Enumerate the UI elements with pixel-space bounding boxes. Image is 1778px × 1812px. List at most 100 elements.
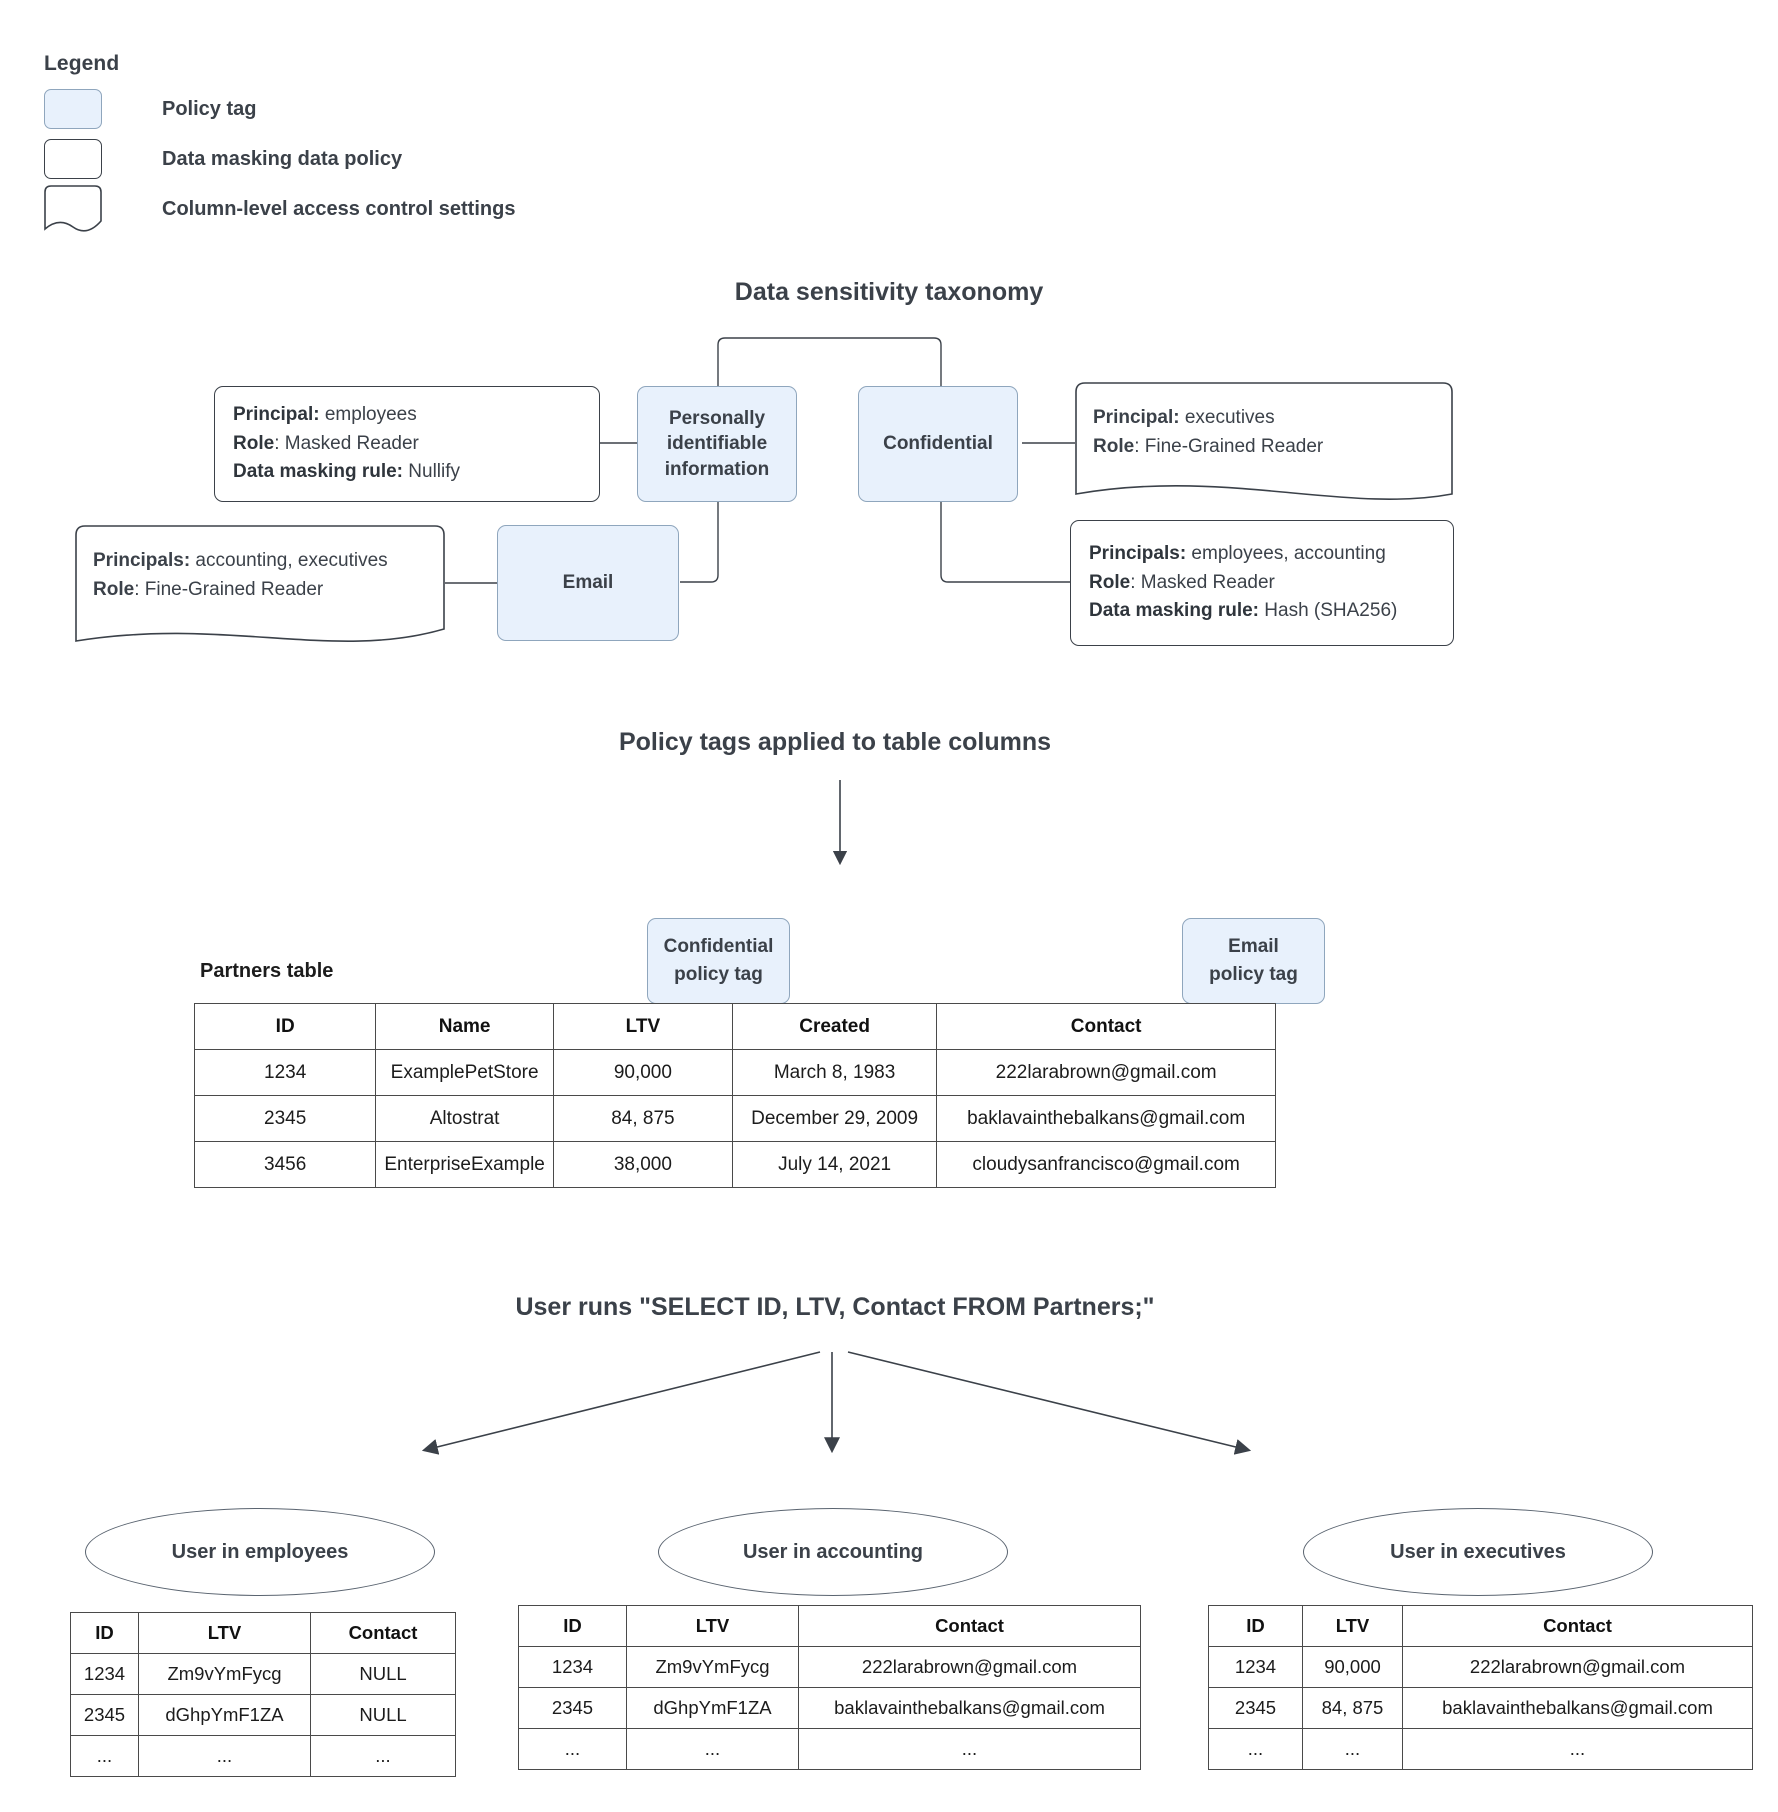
cell: ... — [798, 1728, 1141, 1770]
legend-title: Legend — [44, 52, 120, 75]
cell: 90,000 — [1302, 1646, 1403, 1688]
confidential-access-content: Principal: executives Role: Fine-Grained… — [1075, 382, 1453, 462]
taxonomy-node-pii[interactable]: Personally identifiable information — [637, 386, 797, 502]
table-row: ... ... ... — [70, 1735, 456, 1777]
legend-item-data-masking: Data masking data policy — [44, 136, 664, 182]
cell: ... — [1208, 1728, 1303, 1770]
result-col-id: ID — [1208, 1605, 1303, 1647]
partners-table-wrap: ID Name LTV Created Contact 1234 Example… — [193, 1003, 1276, 1188]
partners-col-name: Name — [375, 1003, 554, 1050]
taxonomy-node-confidential-label: Confidential — [883, 433, 993, 455]
user-role-accounting[interactable]: User in accounting — [658, 1508, 1008, 1596]
cell: 3456 — [193, 1141, 377, 1188]
result-col-contact: Contact — [310, 1612, 456, 1654]
confidential-policy-tag-callout[interactable]: Confidential policy tag — [647, 918, 790, 1004]
result-col-ltv: LTV — [1302, 1605, 1403, 1647]
cell: ... — [626, 1728, 799, 1770]
cell: 84, 875 — [1302, 1687, 1403, 1729]
legend-item-label: Data masking data policy — [162, 147, 403, 170]
partners-col-contact: Contact — [936, 1003, 1276, 1050]
email-policy-tag-callout[interactable]: Email policy tag — [1182, 918, 1325, 1004]
cell: baklavainthebalkans@gmail.com — [1402, 1687, 1753, 1729]
column-access-swatch-icon — [44, 185, 102, 233]
cell: 1234 — [1208, 1646, 1303, 1688]
query-branch-arrows-icon — [421, 1351, 1252, 1455]
cell: 222larabrown@gmail.com — [1402, 1646, 1753, 1688]
result-col-contact: Contact — [798, 1605, 1141, 1647]
cell: baklavainthebalkans@gmail.com — [936, 1095, 1276, 1142]
confidential-access-role-line: Role: Fine-Grained Reader — [1093, 435, 1324, 457]
cell: cloudysanfrancisco@gmail.com — [936, 1141, 1276, 1188]
table-row: 2345 Altostrat 84, 875 December 29, 2009… — [193, 1095, 1276, 1142]
cell: ... — [70, 1735, 139, 1777]
cell: 2345 — [193, 1095, 377, 1142]
table-row: 2345 dGhpYmF1ZA NULL — [70, 1694, 456, 1736]
legend-item-policy-tag: Policy tag — [44, 86, 664, 132]
user-role-label: User in executives — [1390, 1540, 1566, 1563]
cell: EnterpriseExample — [375, 1141, 554, 1188]
result-col-id: ID — [70, 1612, 139, 1654]
cell: 222larabrown@gmail.com — [798, 1646, 1141, 1688]
confidential-policy-role-line: Role: Masked Reader — [1089, 571, 1275, 593]
cell: ... — [138, 1735, 311, 1777]
result-table-executives-wrap: ID LTV Contact 1234 90,000 222larabrown@… — [1208, 1605, 1753, 1770]
partners-table: ID Name LTV Created Contact 1234 Example… — [193, 1003, 1276, 1188]
table-row: 1234 Zm9vYmFycg 222larabrown@gmail.com — [518, 1646, 1141, 1688]
cell: July 14, 2021 — [731, 1141, 938, 1188]
result-col-ltv: LTV — [138, 1612, 311, 1654]
partners-table-header-row: ID Name LTV Created Contact — [193, 1003, 1276, 1050]
cell: December 29, 2009 — [731, 1095, 938, 1142]
email-access-role-line: Role: Fine-Grained Reader — [93, 578, 324, 600]
pii-policy-principal-line: Principal: employees — [233, 403, 417, 425]
confidential-tag-line2: policy tag — [674, 964, 763, 985]
user-role-employees[interactable]: User in employees — [85, 1508, 435, 1596]
policy-tag-swatch-icon — [44, 89, 102, 129]
cell: 1234 — [518, 1646, 627, 1688]
cell: ... — [518, 1728, 627, 1770]
cell: NULL — [310, 1694, 456, 1736]
data-masking-swatch-icon — [44, 139, 102, 179]
cell: 2345 — [518, 1687, 627, 1729]
confidential-policy-masking-rule-line: Data masking rule: Hash (SHA256) — [1089, 600, 1398, 622]
query-section-title: User runs "SELECT ID, LTV, Contact FROM … — [515, 1293, 1155, 1321]
confidential-policy-principals-line: Principals: employees, accounting — [1089, 542, 1386, 564]
confidential-access-principal-line: Principal: executives — [1093, 407, 1275, 428]
confidential-data-masking-policy[interactable]: Principals: employees, accounting Role: … — [1070, 520, 1454, 646]
table-row: 1234 ExamplePetStore 90,000 March 8, 198… — [193, 1049, 1276, 1096]
taxonomy-node-confidential[interactable]: Confidential — [858, 386, 1018, 502]
table-row: 1234 Zm9vYmFycg NULL — [70, 1653, 456, 1695]
partners-col-ltv: LTV — [552, 1003, 733, 1050]
cell: dGhpYmF1ZA — [138, 1694, 311, 1736]
legend-item-label: Policy tag — [162, 97, 257, 120]
cell: 90,000 — [552, 1049, 733, 1096]
email-tag-line2: policy tag — [1209, 964, 1298, 985]
email-column-access-settings[interactable]: Principals: accounting, executives Role:… — [75, 525, 445, 650]
cell: 222larabrown@gmail.com — [936, 1049, 1276, 1096]
email-tag-line1: Email — [1228, 936, 1279, 958]
cell: 2345 — [70, 1694, 139, 1736]
pii-policy-masking-rule-line: Data masking rule: Nullify — [233, 461, 461, 483]
legend-item-column-access: Column-level access control settings — [44, 185, 664, 233]
table-row: ... ... ... — [1208, 1728, 1753, 1770]
cell: ExamplePetStore — [375, 1049, 554, 1096]
taxonomy-node-email[interactable]: Email — [497, 525, 679, 641]
pii-data-masking-policy[interactable]: Principal: employees Role: Masked Reader… — [214, 386, 600, 502]
policy-tags-arrow-icon — [832, 780, 848, 866]
confidential-column-access-settings[interactable]: Principal: executives Role: Fine-Grained… — [1075, 382, 1453, 507]
user-role-label: User in employees — [171, 1540, 349, 1563]
cell: 38,000 — [552, 1141, 733, 1188]
email-access-content: Principals: accounting, executives Role:… — [75, 525, 445, 605]
taxonomy-node-email-label: Email — [562, 572, 614, 594]
cell: 1234 — [70, 1653, 139, 1695]
partners-table-label: Partners table — [200, 960, 334, 982]
confidential-tag-line1: Confidential — [663, 936, 774, 958]
result-col-id: ID — [518, 1605, 627, 1647]
user-role-executives[interactable]: User in executives — [1303, 1508, 1653, 1596]
cell: NULL — [310, 1653, 456, 1695]
cell: ... — [1302, 1728, 1403, 1770]
legend: Legend Policy tag Data masking data poli… — [44, 52, 664, 236]
table-row: ... ... ... — [518, 1728, 1141, 1770]
result-table-executives: ID LTV Contact 1234 90,000 222larabrown@… — [1208, 1605, 1753, 1770]
legend-item-label: Column-level access control settings — [162, 197, 516, 220]
cell: Zm9vYmFycg — [626, 1646, 799, 1688]
